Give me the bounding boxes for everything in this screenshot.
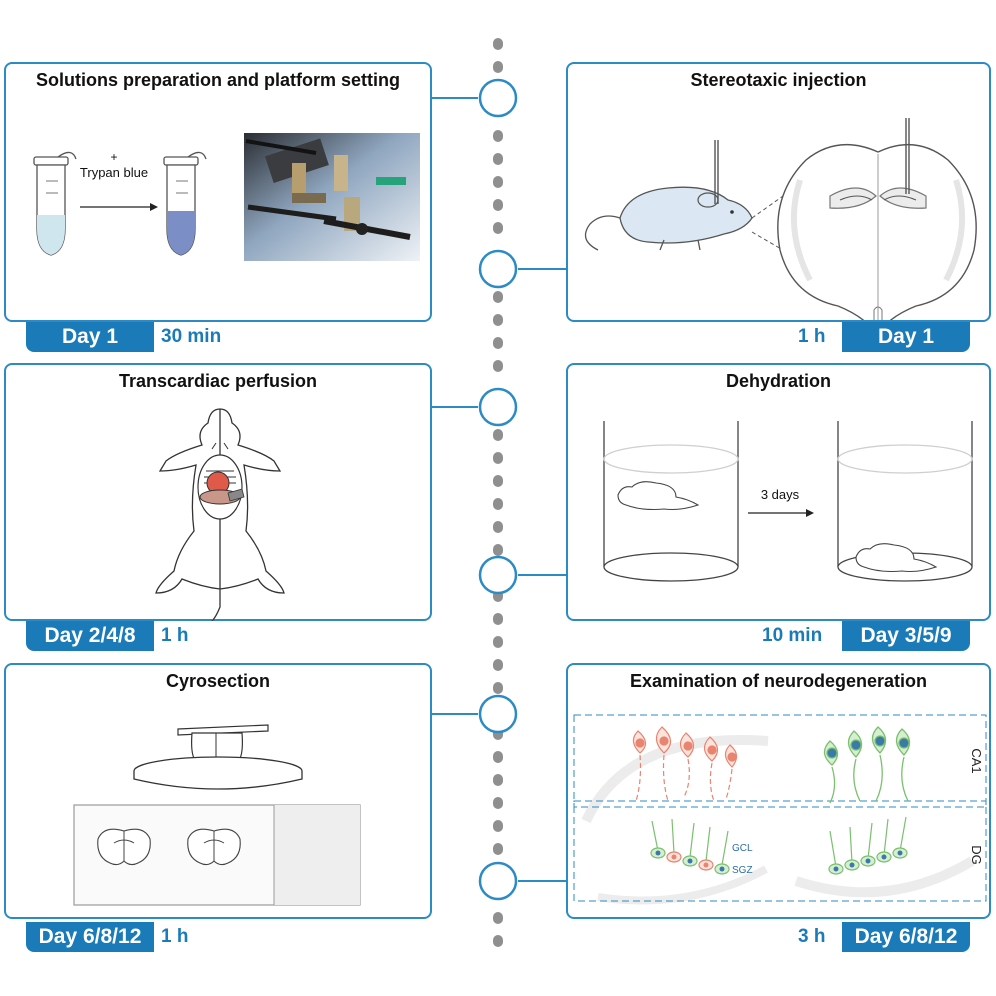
step5-duration: 1 h [161, 926, 189, 947]
milestone-step6 [478, 861, 518, 901]
timeline-dot [493, 935, 503, 947]
step3-illustration [155, 408, 285, 621]
region-ca1 [573, 714, 987, 808]
plus-sign: + [110, 150, 117, 164]
tube-clear-icon [33, 151, 77, 256]
timeline-dot [493, 613, 503, 625]
region-dg [573, 800, 987, 902]
ca1-label: CA1 [969, 748, 984, 773]
timeline-dot [493, 797, 503, 809]
step4-title: Dehydration [725, 371, 831, 391]
step2-day-tab: Day 1 [842, 322, 970, 352]
gcl-label: GCL [732, 843, 753, 854]
step6-illustration: CA1 DG GCL SGZ [573, 714, 987, 905]
dg-label: DG [969, 845, 984, 865]
step2-panel: Stereotaxic injection [566, 62, 991, 322]
step3-panel: Transcardiac perfusion [4, 363, 432, 621]
timeline-dot [493, 222, 503, 234]
tube-blue-icon [163, 151, 207, 256]
step3-duration: 1 h [161, 625, 189, 646]
timeline-dot [493, 38, 503, 50]
dg-granule-cells-treated [650, 818, 730, 875]
reagent-label: Trypan blue [80, 165, 148, 180]
interval-label: 3 days [761, 487, 800, 502]
timeline-dot [493, 636, 503, 648]
step2-duration: 1 h [798, 326, 826, 347]
mouse-icon [584, 140, 753, 251]
milestone-step1 [478, 78, 518, 118]
timeline-dot [493, 521, 503, 533]
step3-day-tab: Day 2/4/8 [26, 621, 154, 651]
timeline-dot [493, 659, 503, 671]
timeline-dot [493, 429, 503, 441]
sgz-label: SGZ [732, 865, 753, 876]
dg-granule-cells-control [828, 816, 908, 875]
step5-panel: Cyrosection [4, 663, 432, 919]
step6-day-tab: Day 6/8/12 [842, 922, 970, 952]
platform-photo [244, 133, 420, 261]
degenerating-ca1-neurons [632, 726, 738, 802]
milestone-step3 [478, 387, 518, 427]
timeline-dot [493, 360, 503, 372]
timeline-dot [493, 475, 503, 487]
timeline-dot [493, 452, 503, 464]
step2-illustration [584, 118, 977, 320]
timeline-dot [493, 153, 503, 165]
milestone-step2 [478, 249, 518, 289]
timeline-dot [493, 130, 503, 142]
timeline-dot [493, 176, 503, 188]
step6-panel: Examination of neurodegeneration CA1 DG [566, 663, 991, 919]
timeline-dot [493, 314, 503, 326]
step4-day-tab: Day 3/5/9 [842, 621, 970, 651]
timeline-dot [493, 774, 503, 786]
step2-title: Stereotaxic injection [690, 70, 867, 90]
timeline-dot [493, 751, 503, 763]
milestone-step5 [478, 694, 518, 734]
timeline-dots [493, 38, 503, 947]
timeline-dot [493, 544, 503, 556]
timeline-dot [493, 912, 503, 924]
step6-title: Examination of neurodegeneration [629, 671, 928, 691]
step1-title: Solutions preparation and platform setti… [35, 70, 401, 90]
step6-duration: 3 h [798, 926, 826, 947]
timeline-dot [493, 337, 503, 349]
timeline-dot [493, 291, 503, 303]
step5-illustration [73, 724, 361, 906]
step4-illustration: 3 days [603, 421, 973, 582]
step4-panel: Dehydration 3 days [566, 363, 991, 621]
step1-day-tab: Day 1 [26, 322, 154, 352]
step5-day-tab: Day 6/8/12 [26, 922, 154, 952]
beaker-sunk-icon [837, 421, 973, 582]
brain-section-icon [777, 118, 977, 320]
step1-duration: 30 min [161, 326, 222, 347]
slide-icon [73, 804, 361, 906]
step3-title: Transcardiac perfusion [118, 371, 318, 391]
step1-illustration: + Trypan blue [33, 133, 420, 261]
timeline-dot [493, 199, 503, 211]
milestone-step4 [478, 555, 518, 595]
timeline-dot [493, 498, 503, 510]
timeline-dot [493, 682, 503, 694]
cryostat-chuck-icon [133, 724, 303, 790]
step4-duration: 10 min [762, 625, 823, 646]
healthy-ca1-neurons [823, 726, 911, 804]
step1-panel: Solutions preparation and platform setti… [4, 62, 432, 322]
timeline-dot [493, 843, 503, 855]
timeline-dot [493, 820, 503, 832]
step5-title: Cyrosection [165, 671, 271, 691]
timeline-dot [493, 61, 503, 73]
mouse-dissection-icon [155, 408, 285, 621]
beaker-floating-icon [603, 421, 739, 582]
